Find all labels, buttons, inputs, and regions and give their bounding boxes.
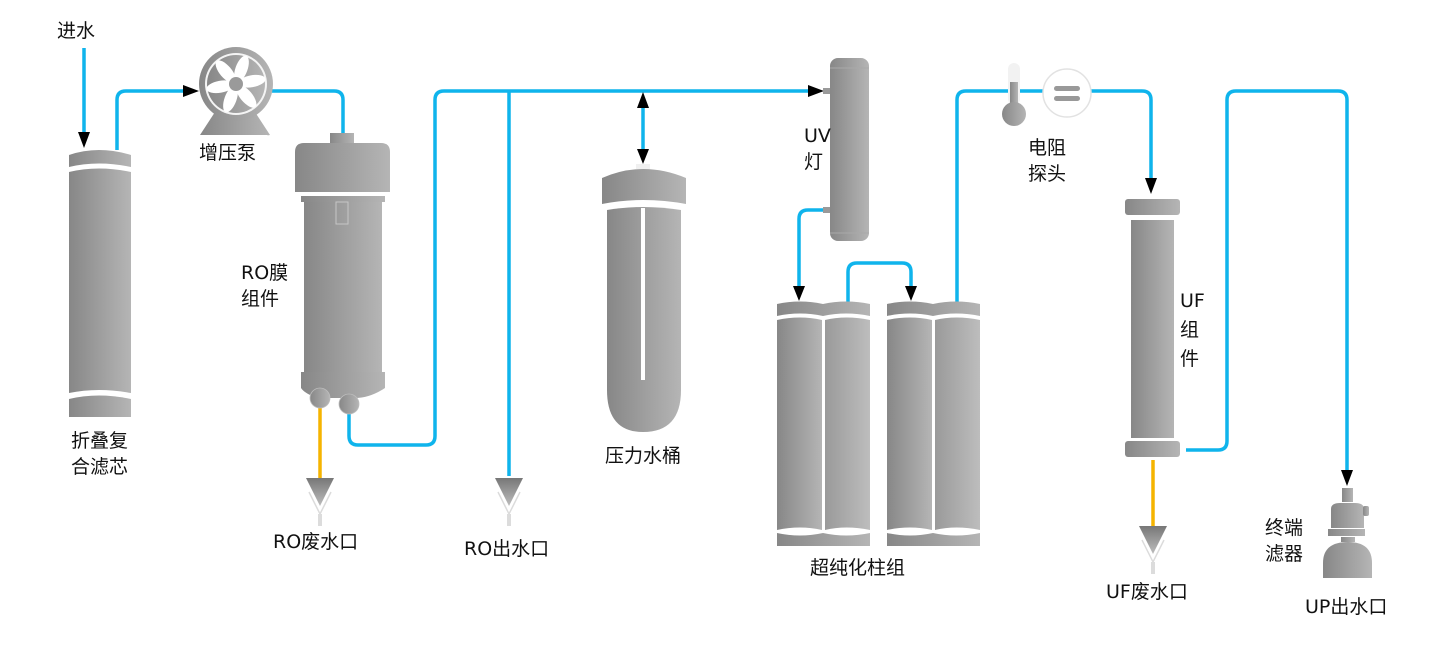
uv-to-column-pipe (797, 208, 829, 288)
pressure-tank[interactable] (602, 164, 686, 432)
thermometer-icon (1002, 63, 1026, 126)
inlet-label: 进水 (57, 20, 96, 42)
uf-module-label: UF 组 件 (1180, 287, 1205, 374)
pressure-tank-label: 压力水桶 (605, 445, 682, 467)
prefilter-label: 折叠复 合滤芯 (62, 428, 137, 480)
column-pair-2 (887, 301, 980, 546)
uf-module[interactable] (1125, 199, 1180, 457)
uv-lamp-label: UV 灯 (804, 123, 831, 175)
ultrapure-column-group[interactable] (777, 301, 980, 547)
prefilter-cartridge[interactable] (69, 150, 131, 417)
uf-label-line3: 件 (1180, 348, 1200, 370)
arrow-down-icon (78, 132, 90, 148)
terminal-filter-label-line1: 终端 (1265, 517, 1304, 539)
uv-lamp-label-line1: UV (804, 125, 831, 147)
arrow-down-icon (637, 149, 649, 164)
arrow-down-icon (793, 286, 805, 301)
uf-waste-funnel (1139, 526, 1167, 574)
column-bridge-pipe (846, 261, 913, 302)
arrow-right-icon (183, 85, 199, 97)
fan-icon (206, 55, 266, 113)
terminal-filter[interactable] (1323, 488, 1372, 578)
uf-label-line2: 组 (1180, 319, 1200, 341)
resistivity-probe-label: 电阻 探头 (1028, 135, 1066, 187)
ro-outlet-label: RO出水口 (464, 538, 550, 560)
prefilter-to-pump-pipe (115, 89, 190, 150)
up-outlet-label: UP出水口 (1305, 596, 1388, 618)
terminal-filter-label-line2: 滤器 (1265, 543, 1304, 565)
prefilter-label-line1: 折叠复 (70, 430, 128, 452)
ro-module-label: RO膜 组件 (241, 260, 288, 312)
arrow-down-icon (1341, 470, 1353, 486)
resistivity-probe[interactable] (1002, 63, 1092, 126)
pump-to-ro-pipe (272, 89, 345, 135)
arrow-right-icon (808, 85, 824, 97)
uf-waste-label: UF废水口 (1106, 581, 1188, 603)
uf-label-line1: UF (1180, 290, 1205, 312)
arrow-down-icon (1145, 178, 1157, 194)
arrow-down-icon (905, 286, 917, 301)
resistivity-label-line2: 探头 (1028, 163, 1067, 185)
uv-lamp-label-line2: 灯 (804, 151, 824, 173)
terminal-filter-label: 终端 滤器 (1265, 515, 1303, 567)
prefilter-label-line2: 合滤芯 (70, 456, 128, 478)
ro-membrane-module[interactable] (295, 133, 390, 415)
ro-module-label-line2: 组件 (241, 288, 280, 310)
resistivity-meter-icon (1042, 68, 1092, 118)
ro-waste-label: RO废水口 (273, 531, 359, 553)
uv-lamp[interactable] (823, 58, 869, 241)
booster-pump[interactable] (199, 47, 273, 136)
column-pair-1 (777, 301, 870, 546)
ro-module-label-line1: RO膜 (241, 262, 289, 284)
resistivity-label-line1: 电阻 (1028, 137, 1067, 159)
pump-label: 增压泵 (199, 142, 257, 164)
ro-outlet-funnel (495, 478, 523, 526)
ro-waste-funnel (306, 478, 334, 526)
column-group-label: 超纯化柱组 (810, 557, 906, 579)
ro-permeate-pipe (347, 89, 810, 447)
column-to-probe-pipe (955, 89, 1153, 302)
uf-to-terminal-pipe (1186, 89, 1349, 480)
arrow-up-icon (637, 92, 649, 108)
